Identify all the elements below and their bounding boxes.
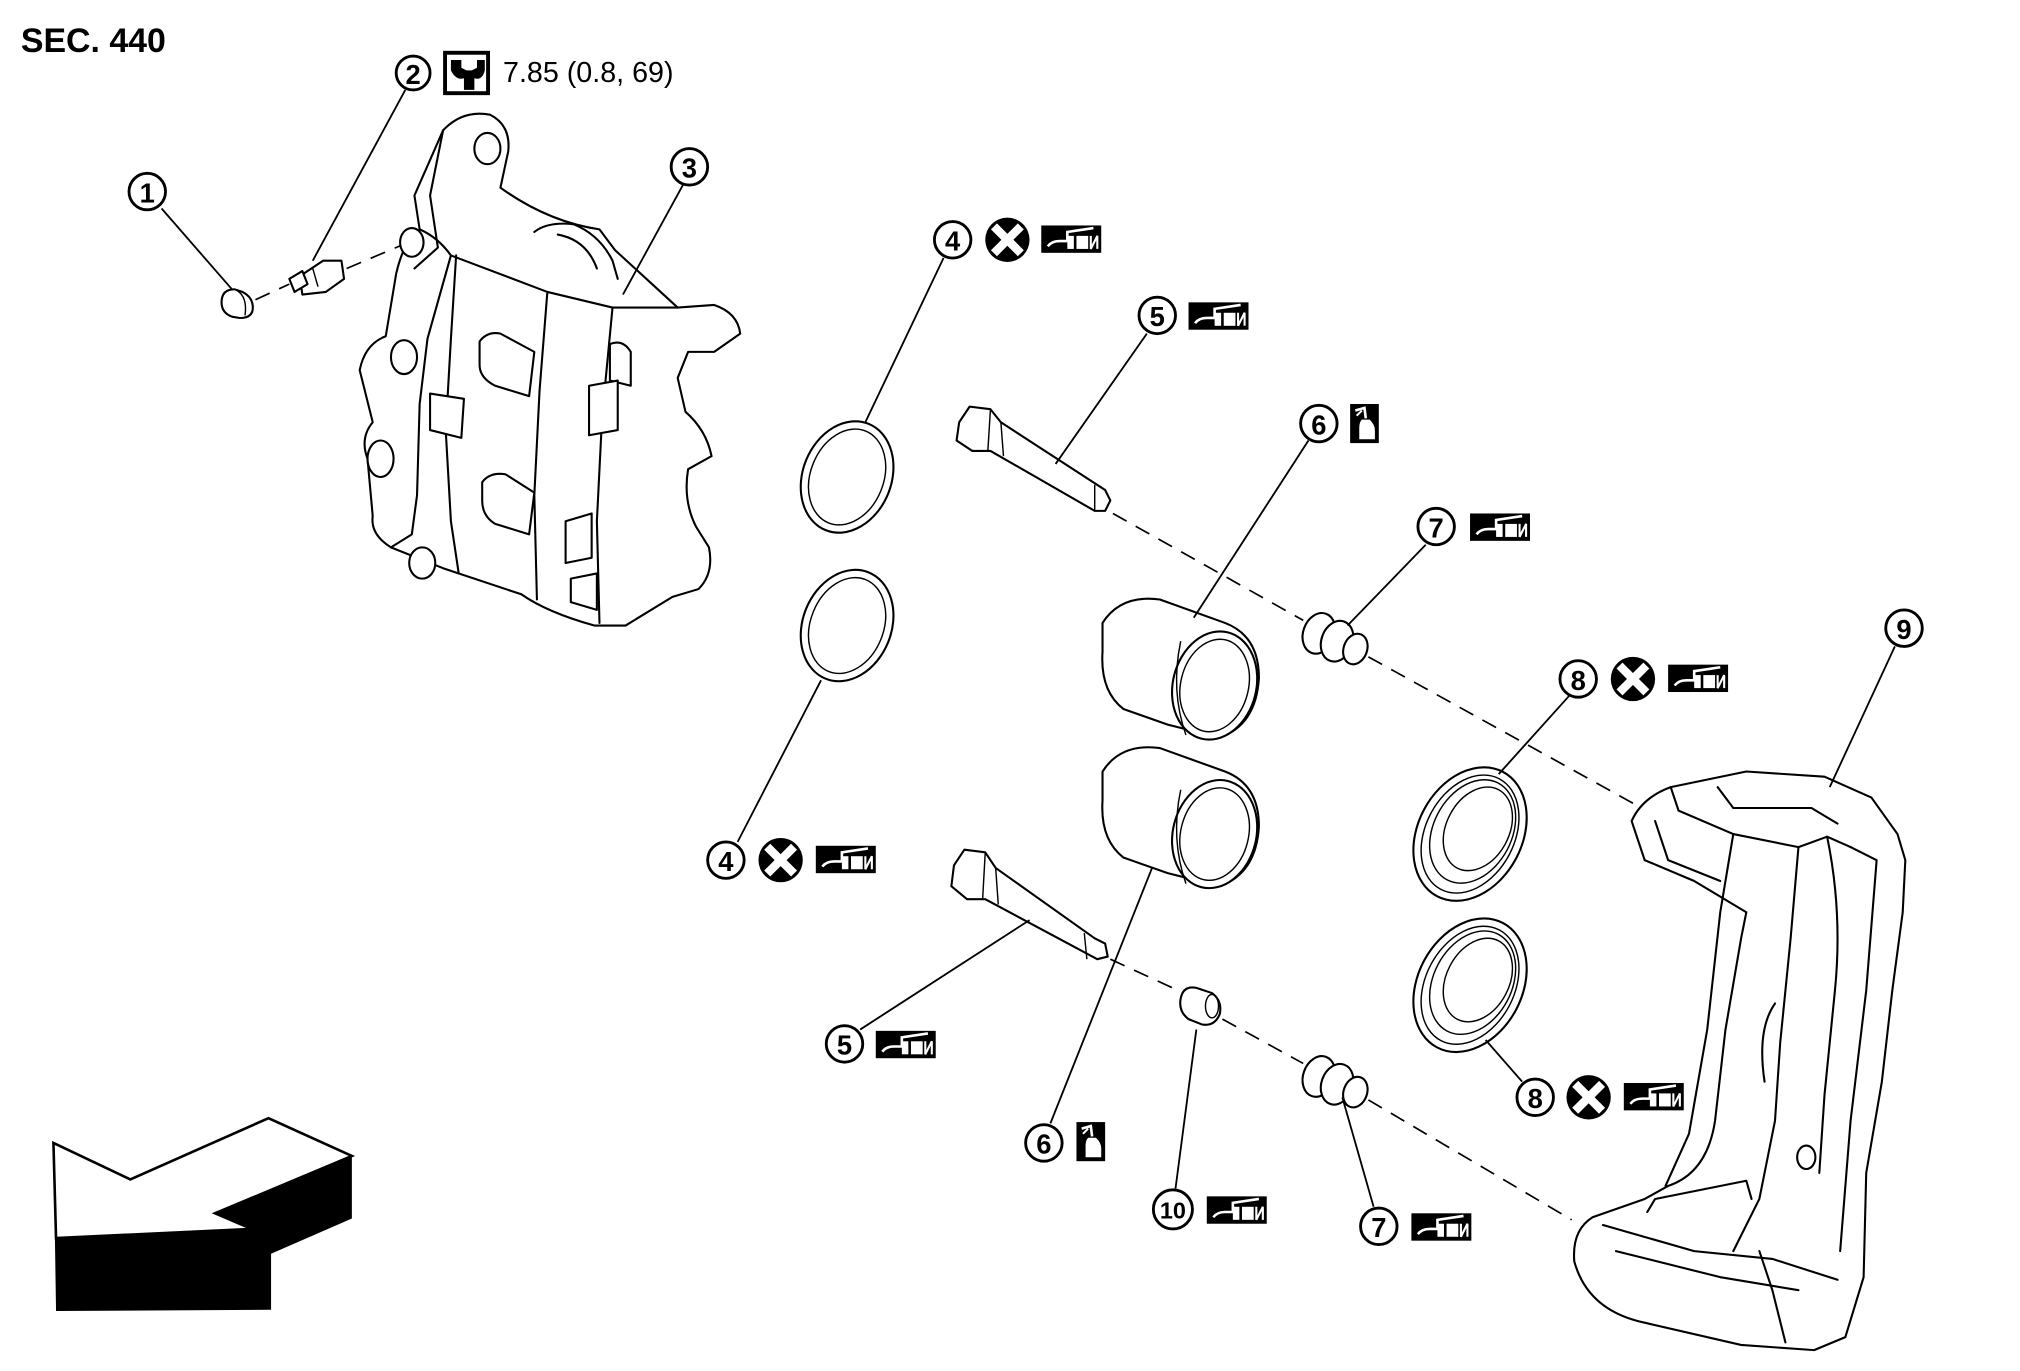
callout-3[interactable]: 3 bbox=[669, 147, 710, 187]
torque-spec: 2 7.85 (0.8, 69) bbox=[394, 50, 674, 96]
callout-4-upper[interactable]: 4 bbox=[932, 218, 1103, 262]
part-piston-seal-upper[interactable] bbox=[785, 407, 910, 547]
part-pin-boot-lower[interactable] bbox=[1297, 1052, 1372, 1111]
callout-4-lower[interactable]: 4 bbox=[706, 838, 878, 882]
callout-number: 5 bbox=[837, 1030, 852, 1061]
callout-number: 2 bbox=[406, 59, 421, 90]
callout-number: 8 bbox=[1528, 1083, 1543, 1114]
part-torque-member[interactable] bbox=[1572, 770, 1907, 1352]
grease-tube-icon bbox=[874, 1029, 938, 1060]
grease-tube-icon bbox=[1205, 1195, 1269, 1226]
callout-number: 6 bbox=[1311, 409, 1326, 440]
do-not-reuse-icon bbox=[758, 838, 802, 882]
callout-7-upper[interactable]: 7 bbox=[1416, 506, 1532, 547]
brake-fluid-icon bbox=[1075, 1120, 1107, 1163]
brake-fluid-icon bbox=[1348, 402, 1381, 445]
torque-wrench-icon bbox=[443, 50, 491, 96]
callout-6-upper[interactable]: 6 bbox=[1299, 402, 1381, 445]
callout-10[interactable]: 10 bbox=[1151, 1188, 1269, 1231]
part-bleed-valve[interactable] bbox=[288, 259, 346, 296]
front-direction-arrow bbox=[52, 1116, 356, 1312]
part-piston-seal-lower[interactable] bbox=[785, 556, 910, 696]
callout-6-lower[interactable]: 6 bbox=[1024, 1120, 1107, 1163]
callout-number: 10 bbox=[1160, 1198, 1186, 1224]
grease-tube-icon bbox=[1187, 301, 1250, 332]
callout-number: 4 bbox=[945, 226, 961, 257]
callout-1[interactable]: 1 bbox=[127, 171, 167, 212]
callout-8-lower[interactable]: 8 bbox=[1515, 1075, 1686, 1119]
callout-2[interactable]: 2 bbox=[394, 54, 432, 92]
section-label: SEC. 440 bbox=[21, 22, 166, 60]
part-piston-boot-upper[interactable] bbox=[1391, 747, 1549, 920]
callout-5-upper[interactable]: 5 bbox=[1137, 295, 1250, 336]
callout-number: 8 bbox=[1571, 665, 1586, 696]
grease-tube-icon bbox=[1468, 512, 1532, 543]
part-sliding-pin-upper[interactable] bbox=[955, 405, 1112, 512]
part-sliding-pin-lower[interactable] bbox=[950, 848, 1109, 961]
callout-number: 5 bbox=[1150, 301, 1165, 332]
callout-number: 7 bbox=[1429, 512, 1444, 543]
callout-7-lower[interactable]: 7 bbox=[1359, 1206, 1473, 1247]
part-bushing[interactable] bbox=[1179, 986, 1222, 1026]
grease-tube-icon bbox=[1622, 1081, 1686, 1112]
callout-number: 4 bbox=[718, 846, 734, 877]
callout-number: 3 bbox=[682, 153, 697, 184]
part-piston-boot-lower[interactable] bbox=[1391, 899, 1549, 1072]
part-bleeder-cap[interactable] bbox=[220, 288, 254, 320]
part-cylinder-body[interactable] bbox=[358, 112, 742, 627]
callout-9[interactable]: 9 bbox=[1884, 608, 1924, 648]
do-not-reuse-icon bbox=[1611, 657, 1655, 701]
grease-tube-icon bbox=[814, 844, 878, 875]
callout-number: 6 bbox=[1036, 1129, 1051, 1160]
callout-8-upper[interactable]: 8 bbox=[1558, 657, 1730, 701]
torque-value: 7.85 (0.8, 69) bbox=[503, 57, 673, 89]
grease-tube-icon bbox=[1410, 1212, 1473, 1242]
part-piston-lower[interactable] bbox=[1101, 746, 1268, 897]
do-not-reuse-icon bbox=[985, 218, 1029, 262]
callout-5-lower[interactable]: 5 bbox=[824, 1024, 938, 1064]
callout-number: 1 bbox=[140, 177, 155, 208]
grease-tube-icon bbox=[1039, 224, 1103, 255]
part-pin-boot-upper[interactable] bbox=[1297, 608, 1372, 667]
grease-tube-icon bbox=[1666, 663, 1730, 694]
callout-number: 9 bbox=[1896, 614, 1911, 645]
part-piston-upper[interactable] bbox=[1101, 597, 1268, 749]
callout-number: 7 bbox=[1371, 1212, 1386, 1243]
do-not-reuse-icon bbox=[1566, 1075, 1610, 1119]
